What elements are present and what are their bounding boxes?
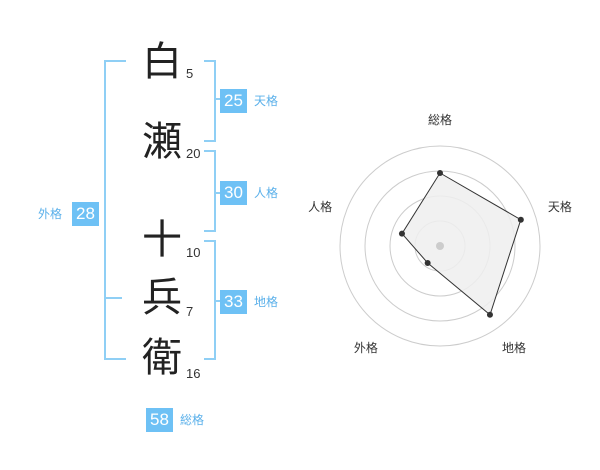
tenkaku-bracket (204, 60, 216, 142)
gaikaku-label: 外格 (38, 207, 63, 221)
jinkaku-bracket (204, 150, 216, 232)
name-char-3: 十 (142, 217, 182, 263)
radar-point-2 (517, 216, 524, 223)
radar-axis-label: 地格 (502, 340, 526, 355)
name-char-2: 瀬 (142, 119, 182, 165)
name-char-4: 兵 (142, 275, 182, 321)
radar-point-5 (398, 230, 405, 237)
soukaku-badge: 58 (146, 408, 173, 432)
jinkaku-badge: 30 (220, 181, 247, 205)
gaikaku-bracket (104, 60, 126, 360)
stroke-count-3: 10 (186, 245, 201, 260)
stroke-count-2: 20 (186, 146, 201, 161)
name-char-1: 白 (142, 39, 182, 85)
chikaku-badge: 33 (220, 290, 247, 314)
gaikaku-badge: 28 (72, 202, 99, 226)
radar-ring-4 (339, 145, 541, 347)
stroke-count-1: 5 (186, 66, 194, 81)
jinkaku-label: 人格 (254, 186, 279, 200)
soukaku-label: 総格 (180, 413, 205, 427)
radar-point-3 (486, 311, 493, 318)
radar-axis-label: 人格 (308, 199, 332, 214)
radar-point-4 (424, 259, 431, 266)
radar-axis-label: 外格 (354, 340, 378, 355)
chikaku-label: 地格 (254, 295, 279, 309)
tenkaku-bracket-tick (214, 98, 220, 100)
radar-polygon (401, 172, 522, 316)
stroke-count-4: 7 (186, 304, 194, 319)
radar-axis-label: 総格 (428, 112, 452, 127)
radar-point-1 (437, 170, 443, 176)
gaikaku-bracket-tick (106, 297, 122, 299)
stroke-count-5: 16 (186, 366, 201, 381)
name-char-5: 衛 (142, 335, 182, 381)
tenkaku-label: 天格 (254, 94, 279, 108)
chikaku-bracket-tick (214, 300, 220, 302)
radar-axis-label: 天格 (548, 199, 572, 214)
tenkaku-badge: 25 (220, 89, 247, 113)
radar-center-dot (436, 242, 444, 250)
jinkaku-bracket-tick (214, 192, 220, 194)
